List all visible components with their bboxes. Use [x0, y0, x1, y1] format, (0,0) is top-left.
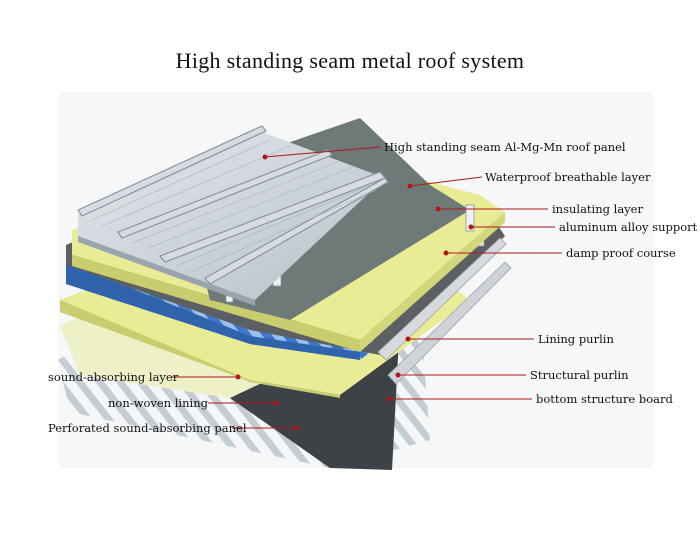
panel-grooves	[89, 139, 377, 273]
label-structural-purlin: Structural purlin	[530, 368, 629, 382]
lining-purlin	[377, 237, 507, 361]
label-bottom-board: bottom structure board	[536, 392, 674, 406]
page-title: High standing seam metal roof system	[175, 48, 525, 73]
insulating-layer-edge	[72, 230, 360, 352]
label-perforated-panel: Perforated sound-absorbing panel	[48, 421, 247, 435]
structural-purlin	[387, 261, 512, 385]
leader-lines	[172, 146, 562, 431]
label-sound-absorbing: sound-absorbing layer	[48, 370, 179, 384]
profiled-steel-deck-edge	[66, 262, 360, 360]
roof-panel-edge	[78, 236, 255, 306]
label-lining-purlin: Lining purlin	[538, 332, 614, 346]
label-breathable-layer: Waterproof breathable layer	[485, 170, 651, 184]
label-alloy-support: aluminum alloy support	[559, 220, 698, 234]
label-insulating-layer: insulating layer	[552, 202, 643, 216]
label-non-woven: non-woven lining	[108, 396, 209, 410]
standing-seam-ribs	[77, 125, 389, 285]
insulating-layer-side	[360, 212, 505, 352]
label-damp-proof: damp proof course	[566, 246, 676, 260]
aluminum-alloy-support	[465, 204, 475, 232]
label-roof-panel: High standing seam Al-Mg-Mn roof panel	[384, 140, 626, 154]
